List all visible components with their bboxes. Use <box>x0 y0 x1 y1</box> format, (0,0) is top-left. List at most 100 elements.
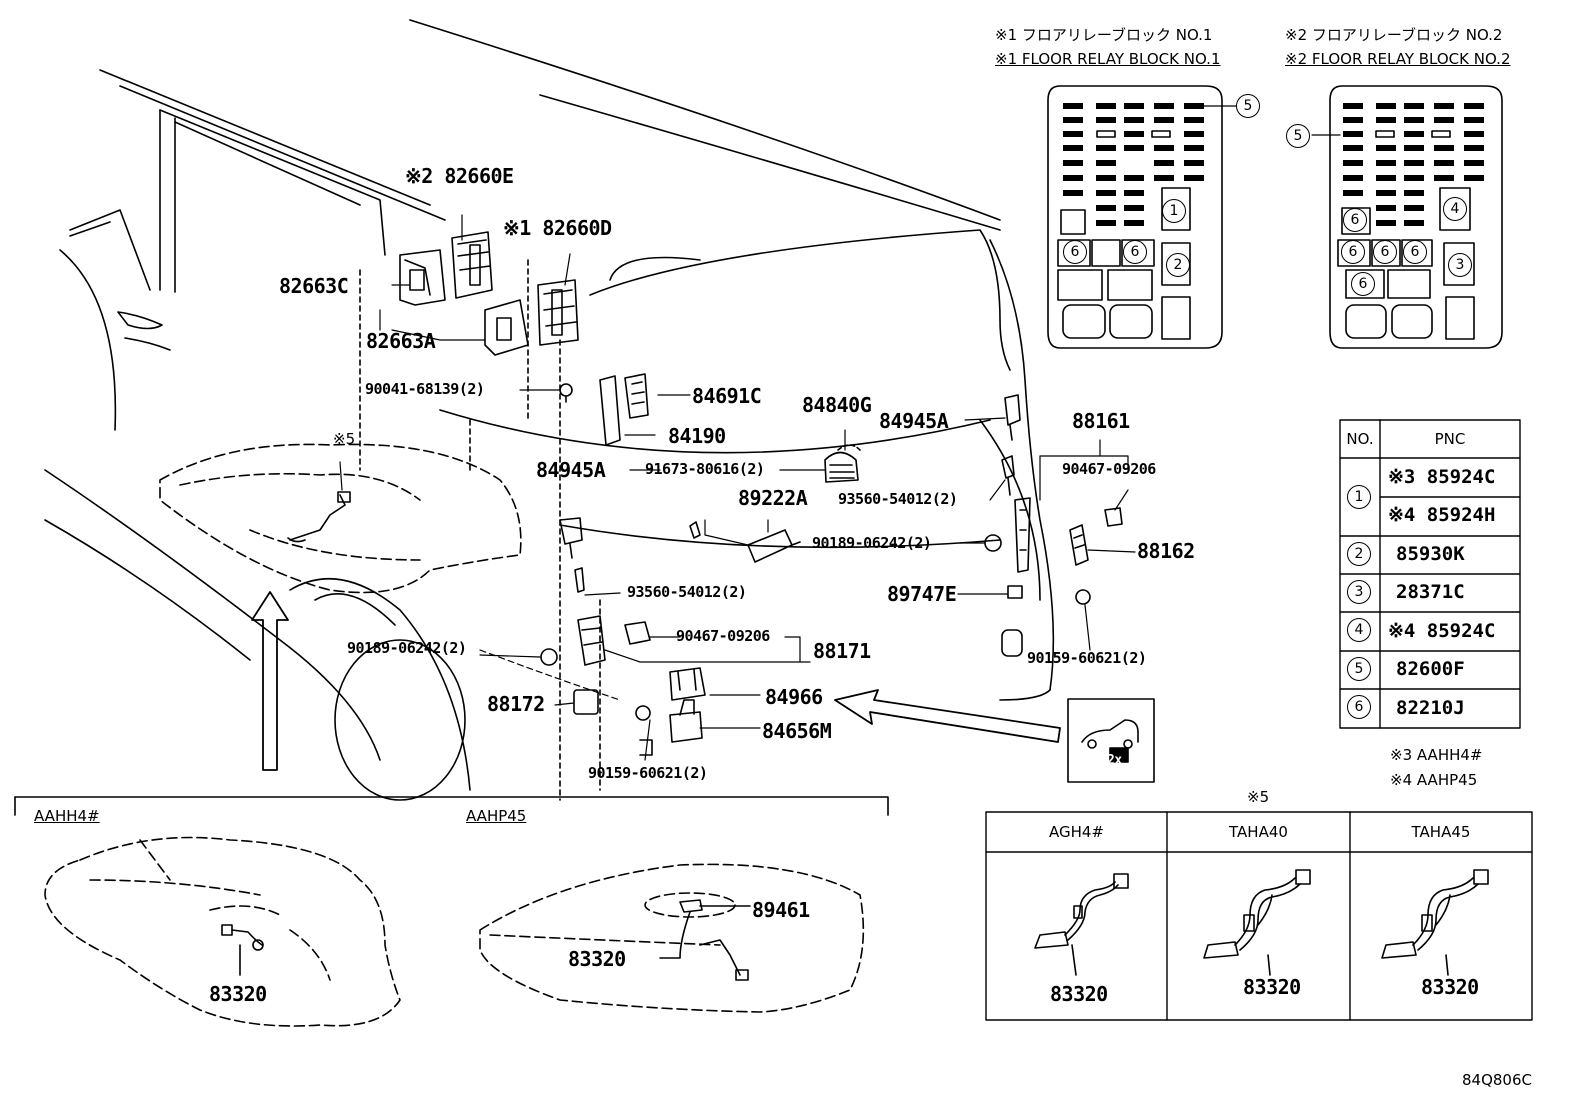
callout-6: 6 <box>1351 272 1375 296</box>
callout-1: 1 <box>1162 199 1186 223</box>
pnc-row-value[interactable]: 82600F <box>1396 658 1465 680</box>
arrow-up-left <box>251 591 289 771</box>
x2-badge: 2x <box>1107 753 1122 768</box>
part-label-91673-80616[interactable]: 91673-80616(2) <box>645 460 765 478</box>
bottom-frame <box>14 796 889 816</box>
part-label-90189-06242-a[interactable]: 90189-06242(2) <box>812 534 932 552</box>
sender-agh4 <box>1034 873 1129 976</box>
sender-taha40 <box>1203 869 1311 976</box>
pnc-table-grid <box>1339 419 1521 729</box>
fuel-tank-aahh4 <box>44 836 401 1027</box>
part-label-88172[interactable]: 88172 <box>487 692 545 716</box>
part-label-82663a[interactable]: 82663A <box>366 329 436 353</box>
part-label-90041-68139[interactable]: 90041-68139(2) <box>365 380 485 398</box>
variant-label-aahh4: AAHH4# <box>34 807 100 825</box>
pnc-row-value[interactable]: ※3 85924C <box>1388 466 1496 488</box>
part-label-84840g[interactable]: 84840G <box>802 393 872 417</box>
sender-col-header: TAHA45 <box>1411 823 1471 841</box>
sender-gauge-top <box>287 491 351 543</box>
arrow-left-bottom <box>834 689 1061 743</box>
pnc-row-value[interactable]: ※4 85924H <box>1388 504 1496 526</box>
part-label-84945a-left[interactable]: 84945A <box>536 458 606 482</box>
callout-6: 6 <box>1063 240 1087 264</box>
part-label-93560-54012-a[interactable]: 93560-54012(2) <box>838 490 958 508</box>
part-label-84945a-top[interactable]: 84945A <box>879 409 949 433</box>
pnc-note-3: ※3 AAHH4# <box>1390 746 1483 764</box>
callout-4: 4 <box>1443 197 1467 221</box>
part-label-82660e[interactable]: ※2 82660E <box>405 164 514 188</box>
part-label-84656m[interactable]: 84656M <box>762 719 832 743</box>
part-label-90159-60621-b[interactable]: 90159-60621(2) <box>588 764 708 782</box>
callout-6: 6 <box>1123 240 1147 264</box>
relay-block-2-panel <box>1329 85 1503 349</box>
relay-block-1-title-jp: ※1 フロアリレーブロック NO.1 <box>995 26 1213 44</box>
pnc-row-no: 5 <box>1347 657 1371 681</box>
part-label-84691c[interactable]: 84691C <box>692 384 762 408</box>
part-label-88161[interactable]: 88161 <box>1072 409 1130 433</box>
fuel-tank-top <box>159 443 522 594</box>
sender-part-label[interactable]: 83320 <box>1421 975 1479 999</box>
sender-col-header: AGH4# <box>1048 823 1104 841</box>
callout-2: 2 <box>1166 253 1190 277</box>
part-label-89747e[interactable]: 89747E <box>887 582 957 606</box>
relay-block-1-fuses <box>1063 103 1204 226</box>
pnc-table-header-no: NO. <box>1346 430 1374 448</box>
relay-block-1-title-en: ※1 FLOOR RELAY BLOCK NO.1 <box>995 50 1221 68</box>
part-label-82660d[interactable]: ※1 82660D <box>503 216 612 240</box>
callout-5: 5 <box>1236 94 1260 118</box>
part-label-83320-aahp45[interactable]: 83320 <box>568 947 626 971</box>
part-label-84190[interactable]: 84190 <box>668 424 726 448</box>
sender-aahp45 <box>659 899 751 981</box>
part-label-90467-09206-b[interactable]: 90467-09206 <box>676 627 770 645</box>
part-label-84966[interactable]: 84966 <box>765 685 823 709</box>
relay-block-1-panel <box>1047 85 1223 349</box>
fuel-tank-aahp45 <box>479 863 865 1013</box>
sender-table-title: ※5 <box>1247 788 1270 806</box>
vehicle-body-outline <box>44 19 1055 801</box>
relay-block-2-title-jp: ※2 フロアリレーブロック NO.2 <box>1285 26 1503 44</box>
figure-id: 84Q806C <box>1462 1071 1532 1089</box>
relay-callout-leaders <box>1203 105 1341 136</box>
pnc-row-no: 1 <box>1347 485 1371 509</box>
relay-block-2-title-en: ※2 FLOOR RELAY BLOCK NO.2 <box>1285 50 1511 68</box>
pnc-row-value[interactable]: ※4 85924C <box>1388 620 1496 642</box>
security-badge-box <box>1067 698 1155 783</box>
sender-aahh4 <box>221 924 264 976</box>
pnc-note-4: ※4 AAHP45 <box>1390 771 1478 789</box>
pnc-row-value[interactable]: 85930K <box>1396 543 1465 565</box>
pnc-row-no: 3 <box>1347 580 1371 604</box>
part-label-88162[interactable]: 88162 <box>1137 539 1195 563</box>
sender-part-label[interactable]: 83320 <box>1243 975 1301 999</box>
pnc-row-value[interactable]: 82210J <box>1396 697 1465 719</box>
sender-table-grid <box>985 811 1533 1021</box>
callout-6: 6 <box>1341 240 1365 264</box>
pnc-row-value[interactable]: 28371C <box>1396 581 1465 603</box>
pnc-row-no: 2 <box>1347 542 1371 566</box>
variant-label-aahp45: AAHP45 <box>466 807 527 825</box>
sender-taha45 <box>1381 869 1489 976</box>
callout-6: 6 <box>1403 240 1427 264</box>
callout-6: 6 <box>1373 240 1397 264</box>
leader-lines <box>339 214 1136 761</box>
part-label-82663c[interactable]: 82663C <box>279 274 349 298</box>
relay-parts <box>399 231 1123 743</box>
part-label-89461[interactable]: 89461 <box>752 898 810 922</box>
callout-3: 3 <box>1448 253 1472 277</box>
part-label-90189-06242-b[interactable]: 90189-06242(2) <box>347 639 467 657</box>
note-5-marker: ※5 <box>333 430 356 448</box>
pnc-row-no: 6 <box>1347 695 1371 719</box>
part-label-90467-09206-a[interactable]: 90467-09206 <box>1062 460 1156 478</box>
callout-5: 5 <box>1286 124 1310 148</box>
sender-part-label[interactable]: 83320 <box>1050 982 1108 1006</box>
part-label-89222a[interactable]: 89222A <box>738 486 808 510</box>
pnc-row-no: 4 <box>1347 618 1371 642</box>
relay-block-2-fuses <box>1343 103 1484 226</box>
sender-col-header: TAHA40 <box>1229 823 1288 841</box>
part-label-93560-54012-b[interactable]: 93560-54012(2) <box>627 583 747 601</box>
pnc-table-header-pnc: PNC <box>1434 430 1466 448</box>
part-label-83320-aahh4[interactable]: 83320 <box>209 982 267 1006</box>
callout-6: 6 <box>1343 208 1367 232</box>
part-label-88171[interactable]: 88171 <box>813 639 871 663</box>
part-label-90159-60621-a[interactable]: 90159-60621(2) <box>1027 649 1147 667</box>
